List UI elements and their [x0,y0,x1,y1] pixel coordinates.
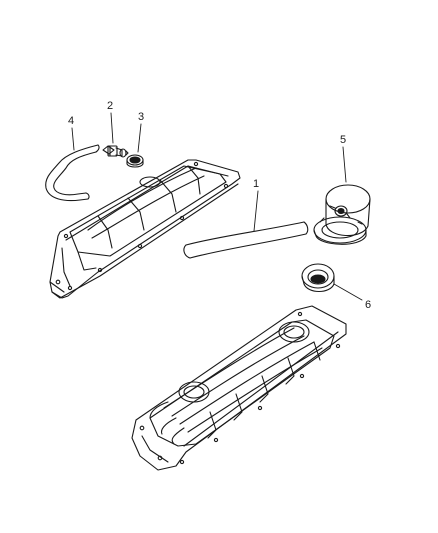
leader-line-3 [137,123,142,153]
leader-lines [71,112,363,301]
callout-6: 6 [364,299,372,311]
leader-line-6 [333,283,363,301]
upper-valve-cover [50,160,240,298]
leader-line-1 [253,190,259,232]
pcv-valve-part [103,146,128,157]
callout-1: 1 [252,178,260,190]
leader-line-5 [342,146,347,183]
breather-hose-part [184,222,308,258]
large-grommet-part [302,264,334,292]
leader-line-2 [110,112,114,144]
callout-4: 4 [67,115,75,127]
leader-line-4 [71,127,75,151]
callout-5: 5 [339,134,347,146]
lower-valve-cover [132,306,346,470]
callout-3: 3 [137,111,145,123]
callout-2: 2 [106,100,114,112]
oil-filler-cap-part [314,185,370,244]
grommet-part [127,155,143,167]
vent-hose-part [46,145,99,201]
